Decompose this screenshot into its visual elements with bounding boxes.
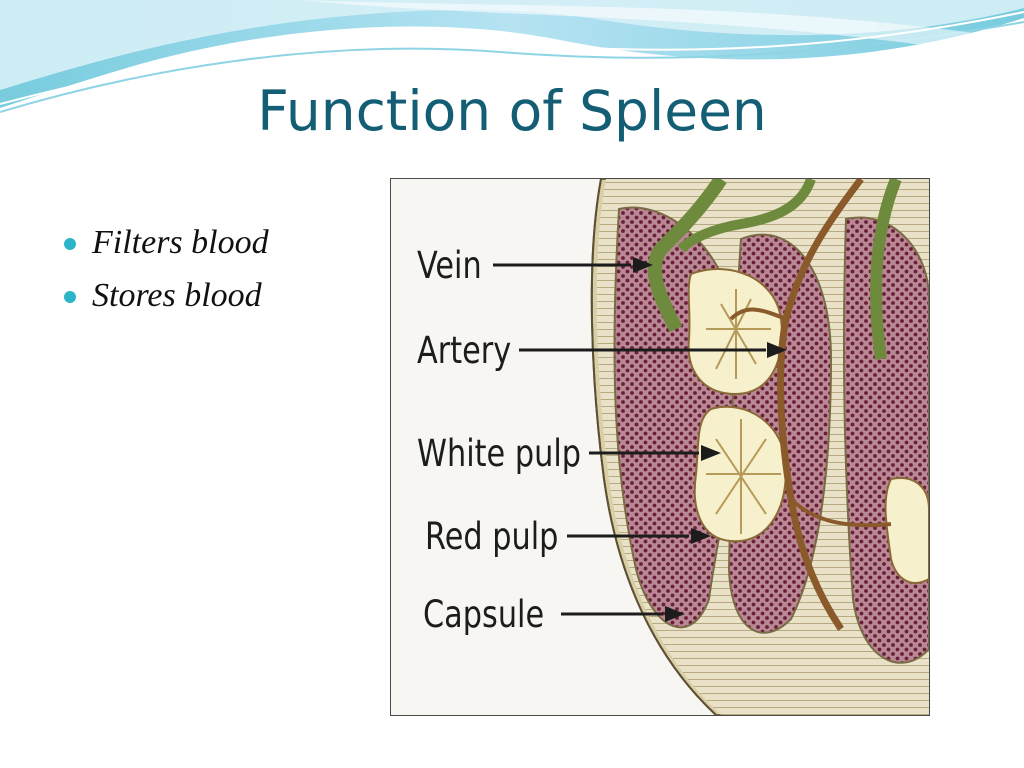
bullet-dot-icon [64,238,76,250]
bullet-list: Filters blood Stores blood [62,220,269,326]
label-arrows [493,257,787,622]
header-wave-decoration [0,0,1024,113]
label-capsule: Capsule [423,593,544,636]
spleen-diagram-illustration: Vein Artery White pulp Red pulp Capsule [417,179,929,715]
bullet-dot-icon [64,291,76,303]
bullet-text: Filters blood [92,224,269,261]
label-white-pulp: White pulp [417,432,581,475]
bullet-text: Stores blood [92,277,262,314]
label-red-pulp: Red pulp [425,515,558,558]
slide-title: Function of Spleen [257,79,767,143]
bullet-item-filters-blood: Filters blood [62,220,269,273]
bullet-item-stores-blood: Stores blood [62,273,269,326]
label-artery: Artery [417,329,511,372]
spleen-diagram: Vein Artery White pulp Red pulp Capsule [390,178,930,716]
label-vein: Vein [417,244,482,287]
